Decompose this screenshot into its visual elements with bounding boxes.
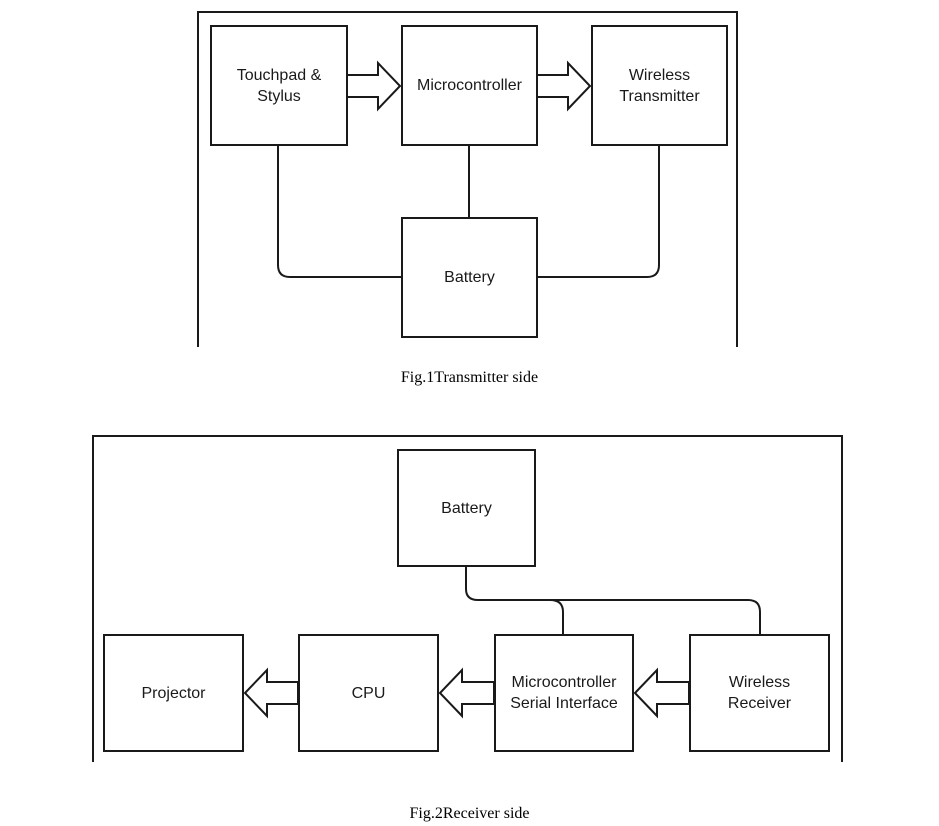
wireless-transmitter-block: Wireless Transmitter	[591, 25, 728, 146]
arrow-cpu-to-projector	[243, 667, 299, 719]
wireless-receiver-block: Wireless Receiver	[689, 634, 830, 752]
projector-block: Projector	[103, 634, 244, 752]
arrow-serial-to-cpu	[438, 667, 495, 719]
battery-to-touchpad-line	[277, 145, 401, 278]
arrow-microcontroller-to-transmitter	[536, 60, 592, 112]
receiver-battery-block: Battery	[397, 449, 536, 567]
figure1-frame	[197, 11, 738, 347]
arrow-receiver-to-serial	[633, 667, 690, 719]
transmitter-battery-block: Battery	[401, 217, 538, 338]
battery-bus-line	[465, 566, 761, 635]
arrow-touchpad-to-microcontroller	[346, 60, 402, 112]
microcontroller-block: Microcontroller	[401, 25, 538, 146]
microcontroller-serial-block: Microcontroller Serial Interface	[494, 634, 634, 752]
touchpad-stylus-block: Touchpad & Stylus	[210, 25, 348, 146]
cpu-block: CPU	[298, 634, 439, 752]
figure2-frame	[92, 435, 843, 762]
figure2-caption: Fig.2Receiver side	[409, 805, 530, 822]
battery-to-serial-line	[549, 599, 564, 635]
battery-to-transmitter-line	[537, 145, 660, 278]
figure1-caption: Fig.1Transmitter side	[400, 369, 539, 386]
